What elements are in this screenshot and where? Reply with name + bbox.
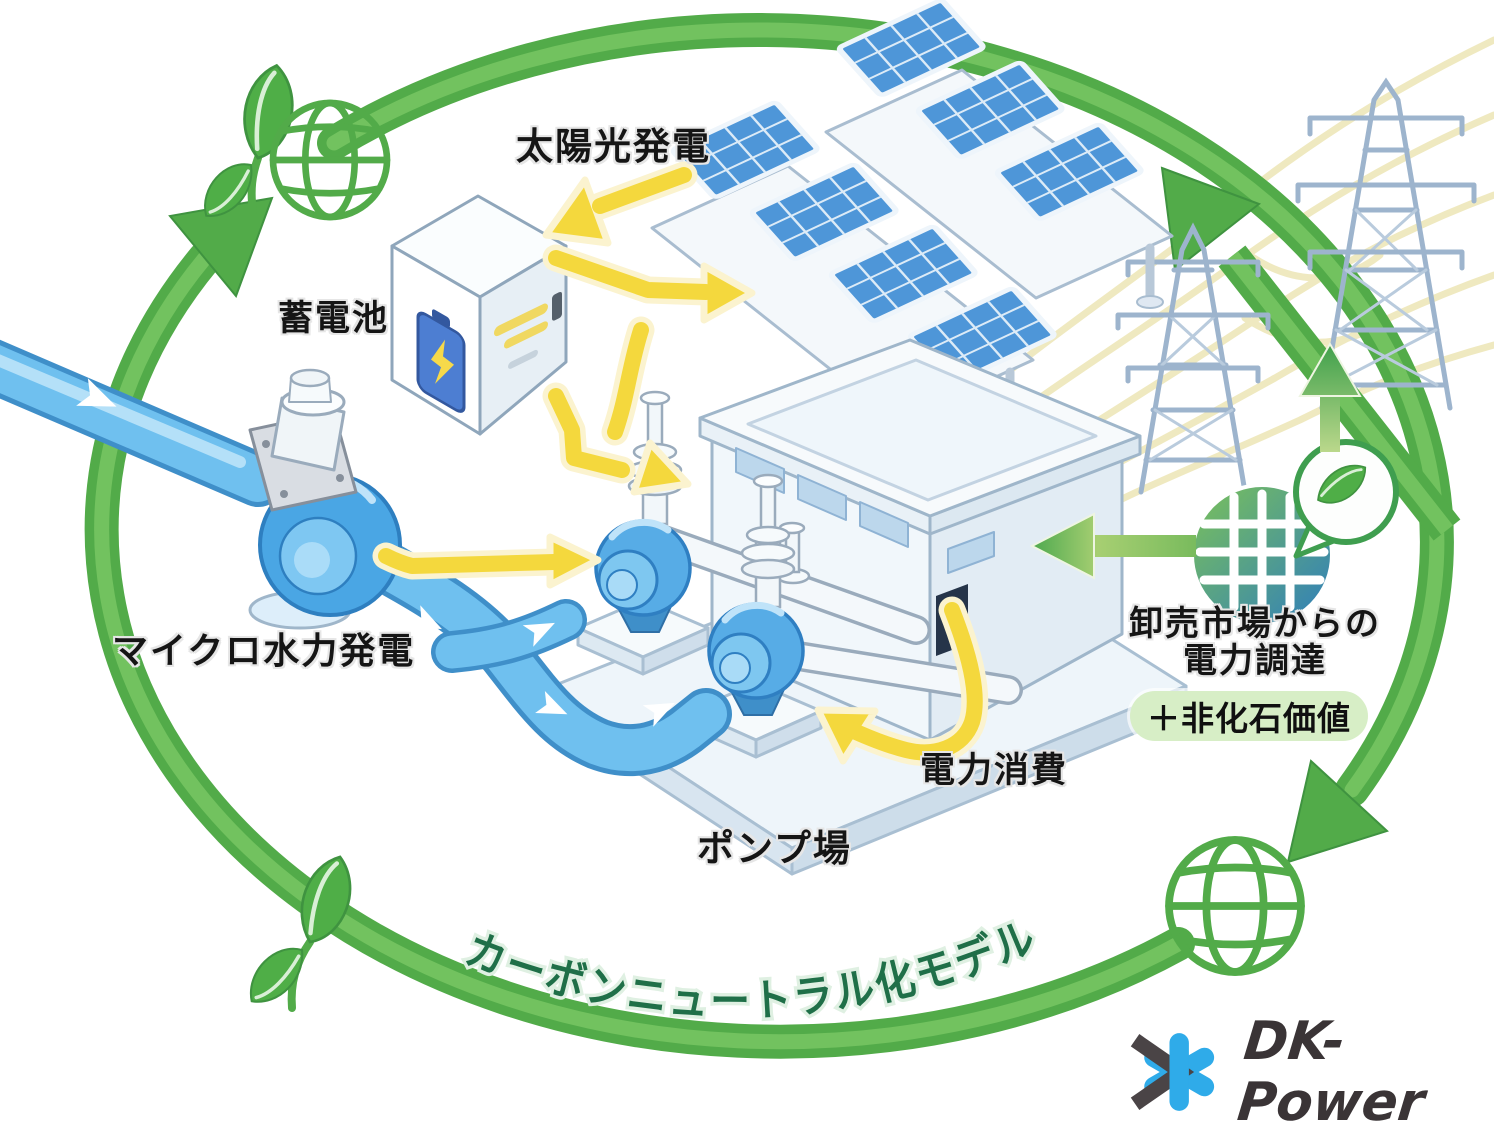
wholesale-market-label-line1: 卸売市場からの: [1129, 605, 1381, 643]
dk-power-asterisk-icon: [1130, 1033, 1215, 1111]
market-to-building-arrow: [1029, 512, 1196, 580]
water-flow-arrows: [76, 378, 675, 727]
transmission-tower-left-icon: [1115, 222, 1271, 495]
sprout-bottom-left-icon: [235, 852, 372, 1012]
wholesale-market-label: 卸売市場からの 電力調達: [1122, 606, 1388, 679]
solar-power-label: 太陽光発電: [516, 126, 711, 167]
non-fossil-value-badge: ＋非化石価値: [1130, 691, 1368, 741]
building-window: [797, 474, 847, 521]
power-consumption-label: 電力消費: [920, 751, 1069, 790]
dk-power-logo-text: DK-Power: [1234, 1011, 1428, 1125]
discharge-pipes: [649, 521, 1023, 705]
globe-bottom-right-icon: [1169, 840, 1301, 972]
building-window: [859, 501, 909, 548]
dk-power-logo: DK-Power: [1128, 1011, 1494, 1125]
market-to-grid-arrow: [1298, 341, 1362, 452]
wholesale-market-label-line2: 電力調達: [1183, 641, 1327, 680]
water-pipe: [0, 339, 732, 777]
globe-top-left-icon: [273, 103, 387, 217]
micro-hydro-turbine-icon: [248, 368, 402, 630]
micro-hydro-label: マイクロ水力発電: [112, 630, 416, 671]
green-leaf-bubble-icon: [1293, 439, 1399, 559]
cycle-arrowhead-bottom-right-icon: [1286, 759, 1389, 864]
cycle-ring: [84, 13, 1454, 1059]
battery-label: 蓄電池: [278, 299, 390, 338]
grid-market-icon: [1190, 483, 1334, 627]
battery-storage-icon: [390, 194, 568, 436]
building-window: [947, 531, 995, 574]
sprout-top-left-icon: [189, 61, 313, 223]
energy-flow-arrows: [372, 161, 989, 766]
power-lines: [1004, 36, 1494, 504]
transmission-tower-right-icon: [1295, 77, 1477, 411]
pump-station-label: ポンプ場: [697, 828, 852, 869]
